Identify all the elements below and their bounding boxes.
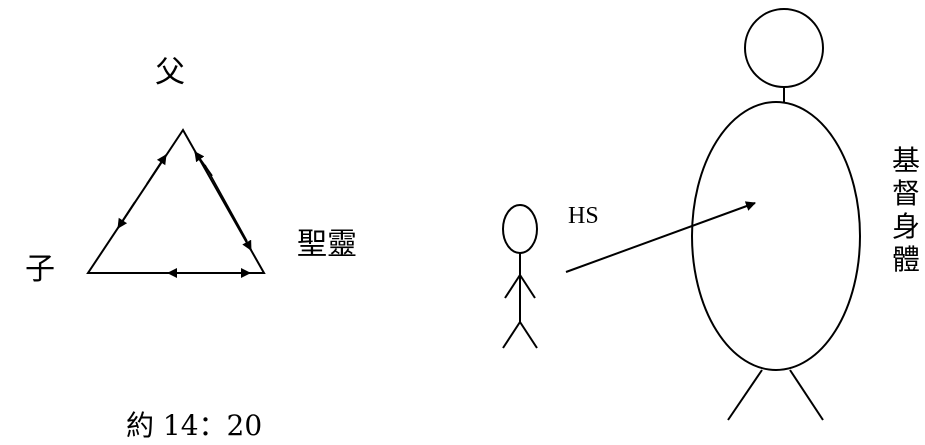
father-spirit-arrow-down <box>236 223 252 251</box>
body-label-char-2: 督 <box>892 177 920 210</box>
small-figure-arm-left <box>504 274 521 299</box>
father-spirit-arrow-up <box>194 151 213 177</box>
body-label-char-1: 基 <box>892 144 920 177</box>
small-figure-leg-right <box>519 321 538 349</box>
small-figure-leg-left <box>502 321 521 349</box>
large-figure-body <box>691 101 861 371</box>
scripture-reference: 約 14：20 <box>126 409 262 442</box>
trinity-triangle <box>86 128 266 274</box>
body-label-char-4: 體 <box>892 243 920 276</box>
large-figure-leg-left <box>727 369 763 421</box>
large-figure-leg-right <box>789 369 824 421</box>
hs-arrow <box>565 201 756 273</box>
small-figure-head <box>502 204 538 254</box>
large-figure <box>691 8 861 421</box>
small-stick-figure <box>502 204 538 349</box>
father-son-arrow-down <box>117 201 136 229</box>
trinity-diagram: 父 子 聖靈 <box>25 55 357 287</box>
body-of-christ-label: 基 督 身 體 <box>892 144 920 276</box>
body-label-char-3: 身 <box>892 210 920 243</box>
father-label: 父 <box>155 55 185 90</box>
father-son-arrow-up <box>146 154 167 185</box>
large-figure-head <box>744 8 824 88</box>
small-figure-arm-right <box>519 274 536 299</box>
spirit-label: 聖靈 <box>297 227 357 262</box>
hs-label: HS <box>568 203 599 229</box>
son-label: 子 <box>25 252 55 287</box>
